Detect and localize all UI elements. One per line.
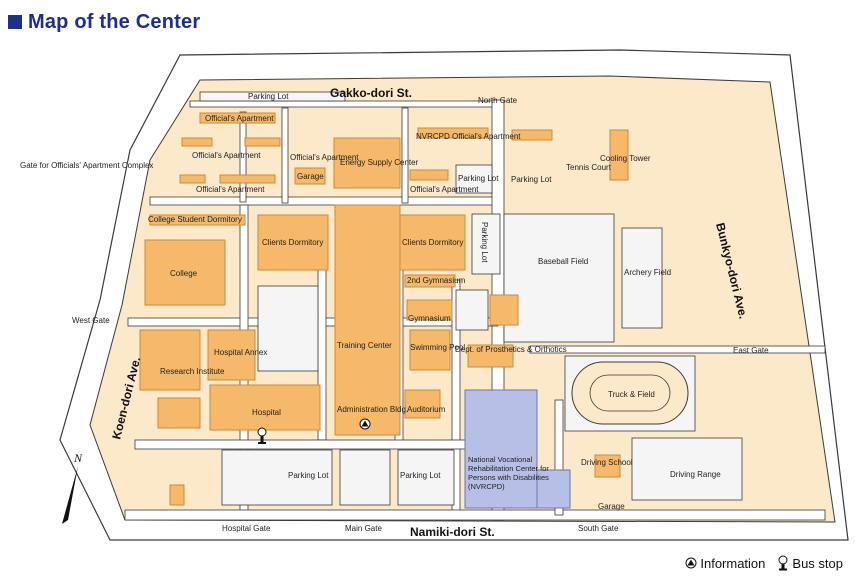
parking-s2-label: Parking Lot (400, 471, 441, 480)
garage-2-label: Garage (598, 502, 625, 511)
hospital-gate: Hospital Gate (222, 524, 271, 533)
clients-dorm-1-label: Clients Dormitory (262, 238, 323, 247)
information-legend-icon (685, 557, 697, 569)
information-icon (359, 418, 371, 430)
parking-top-label: Parking Lot (248, 92, 289, 101)
parking-ne-label: Parking Lot (458, 174, 499, 183)
hospital-label: Hospital (252, 408, 281, 417)
buildings (139, 112, 629, 506)
officials-gate: Gate for Officials' Apartment Complex (20, 161, 153, 170)
officials-apt-5-label: Official's Apartment (410, 185, 479, 194)
legend: Information Bus stop (685, 555, 843, 571)
nvrcpd-annex (536, 469, 571, 509)
gym2-label: 2nd Gymnasium (407, 276, 466, 285)
cooling-label: Cooling Tower (600, 154, 651, 163)
garage-1-label: Garage (297, 172, 324, 181)
legend-bus-stop-label: Bus stop (792, 555, 843, 571)
research-label: Research Institute (160, 367, 225, 376)
admin-label: Administration Bldg. (337, 405, 408, 414)
page-title: Map of the Center (28, 10, 201, 33)
archery-label: Archery Field (624, 268, 671, 277)
north-arrow-icon (62, 466, 78, 524)
parking-tennis-label: Parking Lot (511, 175, 552, 184)
gym-label: Gymnasium (408, 314, 451, 323)
bus-stop-legend-icon (778, 555, 788, 571)
officials-apt-1-label: Official's Apartment (205, 114, 274, 123)
track-field (589, 374, 671, 412)
nvrcpd-block (464, 389, 538, 509)
driving-school-label: Driving School (581, 458, 633, 467)
legend-information-label: Information (700, 555, 766, 571)
training-label: Training Center (337, 341, 392, 350)
north-label: N (73, 451, 83, 465)
west-gate: West Gate (72, 316, 110, 325)
driving-range-label: Driving Range (670, 470, 721, 479)
nvrcpd-apt-label: NVRCPD Official's Apartment (416, 132, 521, 141)
north-gate: North Gate (478, 96, 518, 105)
officials-apt-4-label: Official's Apartment (290, 153, 359, 162)
tennis-label: Tennis Court (566, 163, 612, 172)
legend-bus-stop: Bus stop (777, 555, 843, 571)
prosthetics-label: Dept. of Prosthetics & Orthotics (455, 345, 567, 354)
main-gate: Main Gate (345, 524, 382, 533)
nvrcpd-label-box: National Vocational Rehabilitation Cente… (468, 455, 549, 491)
college-label: College (170, 269, 198, 278)
baseball-label: Baseball Field (538, 257, 588, 266)
track-label: Truck & Field (608, 390, 655, 399)
hospital-annex-label: Hospital Annex (214, 348, 267, 357)
parking-mid-label: Parking Lot (480, 222, 489, 263)
title-square-icon (8, 15, 22, 29)
auditorium-label: Auditorium (407, 405, 446, 414)
bus-stop-icon (257, 427, 267, 444)
parking-s1-label: Parking Lot (288, 471, 329, 480)
pool-label: Swimming Pool (410, 343, 465, 352)
map-title: Map of the Center (8, 8, 200, 36)
college-dorm-label: College Student Dormitory (148, 215, 242, 224)
south-gate: South Gate (578, 524, 619, 533)
nvrcpd-text: National Vocational Rehabilitation Cente… (468, 455, 549, 491)
legend-information: Information (685, 556, 765, 571)
north-arrow: N (52, 448, 88, 533)
energy-label: Energy Supply Center (340, 158, 419, 167)
officials-apt-3-label: Official's Apartment (196, 185, 265, 194)
officials-apt-2-label: Official's Apartment (192, 151, 261, 160)
street-north: Gakko-dori St. (330, 86, 412, 100)
clients-dorm-2-label: Clients Dormitory (402, 238, 463, 247)
street-south: Namiki-dori St. (410, 525, 495, 539)
east-gate: East Gate (733, 346, 769, 355)
